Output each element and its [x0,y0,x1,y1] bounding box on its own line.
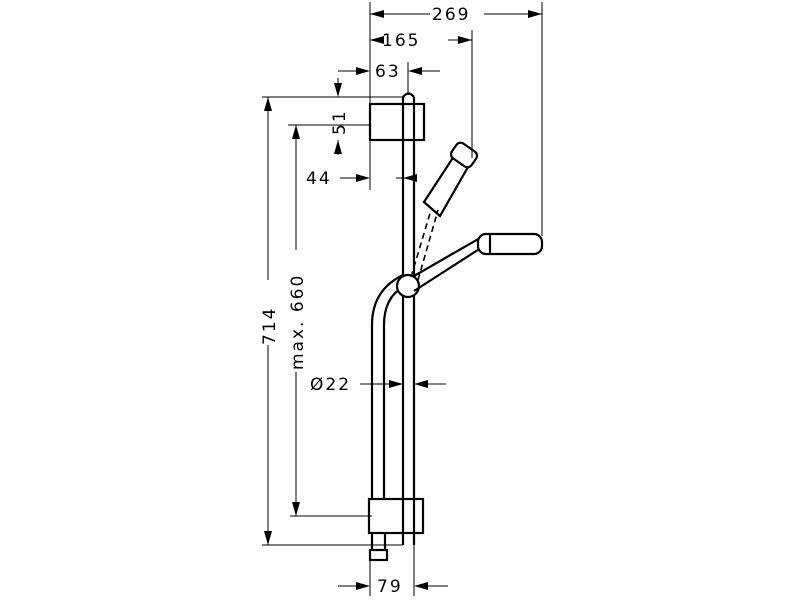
slider-knob [395,273,421,299]
dimension-51: 51 [262,78,403,155]
dimension-44: 44 [306,140,417,190]
dimension-79: 79 [338,545,448,597]
dimension-diameter-22: Ø22 [310,375,446,395]
dimension-63-label: 63 [375,62,401,82]
hose-connector [368,533,389,562]
dimension-diameter-22-label: Ø22 [310,375,351,395]
dimension-165-label: 165 [382,31,420,51]
hand-shower [413,232,544,292]
top-wall-bracket [368,102,426,142]
dimension-714-label: 714 [260,307,280,345]
dimension-269: 269 [369,2,543,236]
dimension-165: 165 [370,30,473,158]
hose-guide [370,274,404,505]
hand-shower-tilted [410,141,479,281]
dimension-51-label: 51 [330,109,350,135]
dimension-714: 714 [260,97,403,546]
dimension-269-label: 269 [432,5,470,25]
shower-rail [401,92,416,545]
dimension-79-label: 79 [377,577,403,597]
dimension-max-660: max. 660 [288,125,372,517]
dimension-44-label: 44 [306,169,332,189]
dimension-63: 63 [338,62,440,95]
dimension-max-660-label: max. 660 [288,274,308,370]
